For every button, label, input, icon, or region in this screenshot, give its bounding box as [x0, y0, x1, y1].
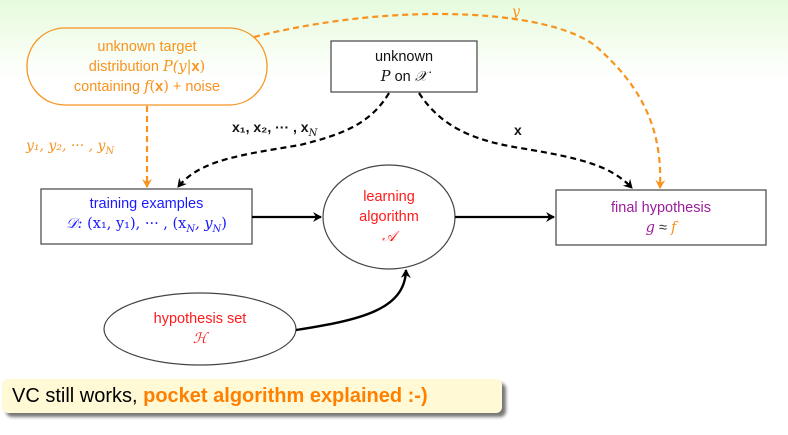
target-line-2: distribution P(y|x): [89, 57, 205, 77]
target-distribution-node: unknown target distribution P(y|x) conta…: [27, 28, 267, 105]
learning-algorithm-node: learning algorithm 𝒜: [323, 165, 455, 269]
input-line-1: unknown: [374, 48, 434, 65]
final-line-1: final hypothesis: [611, 199, 711, 216]
input-on: on: [390, 68, 415, 85]
hypothesis-set-node: hypothesis set ℋ: [104, 293, 296, 365]
x-samples-text: x₁, x₂, ··· , x: [232, 119, 309, 135]
edge-hypothesis-to-learning: [295, 269, 411, 332]
target-line-2-math: P(y|x): [162, 58, 206, 75]
training-examples-node-shape: [40, 188, 253, 245]
target-distribution-node-shape: [26, 27, 268, 106]
target-line-2-text: distribution: [88, 58, 163, 75]
final-f: f: [670, 219, 677, 236]
final-hypothesis-node-shape: [555, 189, 767, 246]
input-distribution-node-shape: [330, 40, 478, 93]
target-line-3-math: f(x): [144, 78, 169, 95]
training-line-2: 𝒟: (x₁, y₁), ··· , (xN, yN): [66, 214, 227, 240]
conclusion-callout: VC still works, pocket algorithm explain…: [2, 379, 502, 413]
hypothesis-line-1: hypothesis set: [153, 311, 247, 327]
training-examples-node: training examples 𝒟: (x₁, y₁), ··· , (xN…: [41, 189, 252, 244]
training-sub-n: N: [186, 223, 196, 235]
learning-line-1: learning: [363, 189, 415, 205]
callout-highlight-text: pocket algorithm explained :-): [143, 385, 428, 407]
training-line-1: training examples: [89, 195, 204, 212]
input-distribution-node: unknown P on 𝒳: [331, 41, 477, 92]
target-line-1: unknown target: [97, 38, 197, 55]
edge-label-y-samples: y₁, y₂, ··· , yN: [26, 138, 114, 157]
hypothesis-line-2: ℋ: [192, 331, 208, 347]
final-line-2: g ≈ f: [646, 218, 677, 238]
final-g: g: [645, 219, 655, 236]
final-approx: ≈: [654, 219, 671, 236]
input-X: 𝒳: [414, 68, 428, 85]
final-hypothesis-node: final hypothesis g ≈ f: [556, 190, 766, 245]
input-P: P: [380, 68, 391, 85]
learning-line-3: 𝒜: [382, 229, 396, 245]
training-mid: , y: [195, 215, 213, 232]
edge-input-to-final: [418, 92, 633, 189]
training-pairs: (x₁, y₁), ··· , (x: [82, 215, 187, 232]
y-samples-sub: N: [105, 145, 115, 157]
callout-plain-text: VC still works,: [12, 385, 144, 407]
training-sub-n2: N: [212, 223, 222, 235]
training-end: ): [221, 215, 227, 232]
edge-label-x-single: x: [514, 122, 522, 138]
learning-line-2: algorithm: [359, 209, 419, 225]
target-line-3: containing f(x) + noise: [74, 77, 220, 97]
edge-label-x-samples: x₁, x₂, ··· , xN: [232, 119, 317, 139]
target-line-3-text: containing: [73, 78, 145, 95]
x-samples-sub: N: [308, 127, 318, 139]
input-line-2: P on 𝒳: [381, 67, 427, 87]
y-samples-text: y₁, y₂, ··· , y: [26, 138, 106, 154]
training-D: 𝒟:: [66, 215, 83, 232]
edge-input-to-training: [177, 92, 390, 188]
edge-target-to-final: [253, 12, 666, 189]
target-line-3-suffix: + noise: [168, 78, 221, 95]
edge-label-y-single: y: [512, 4, 520, 20]
